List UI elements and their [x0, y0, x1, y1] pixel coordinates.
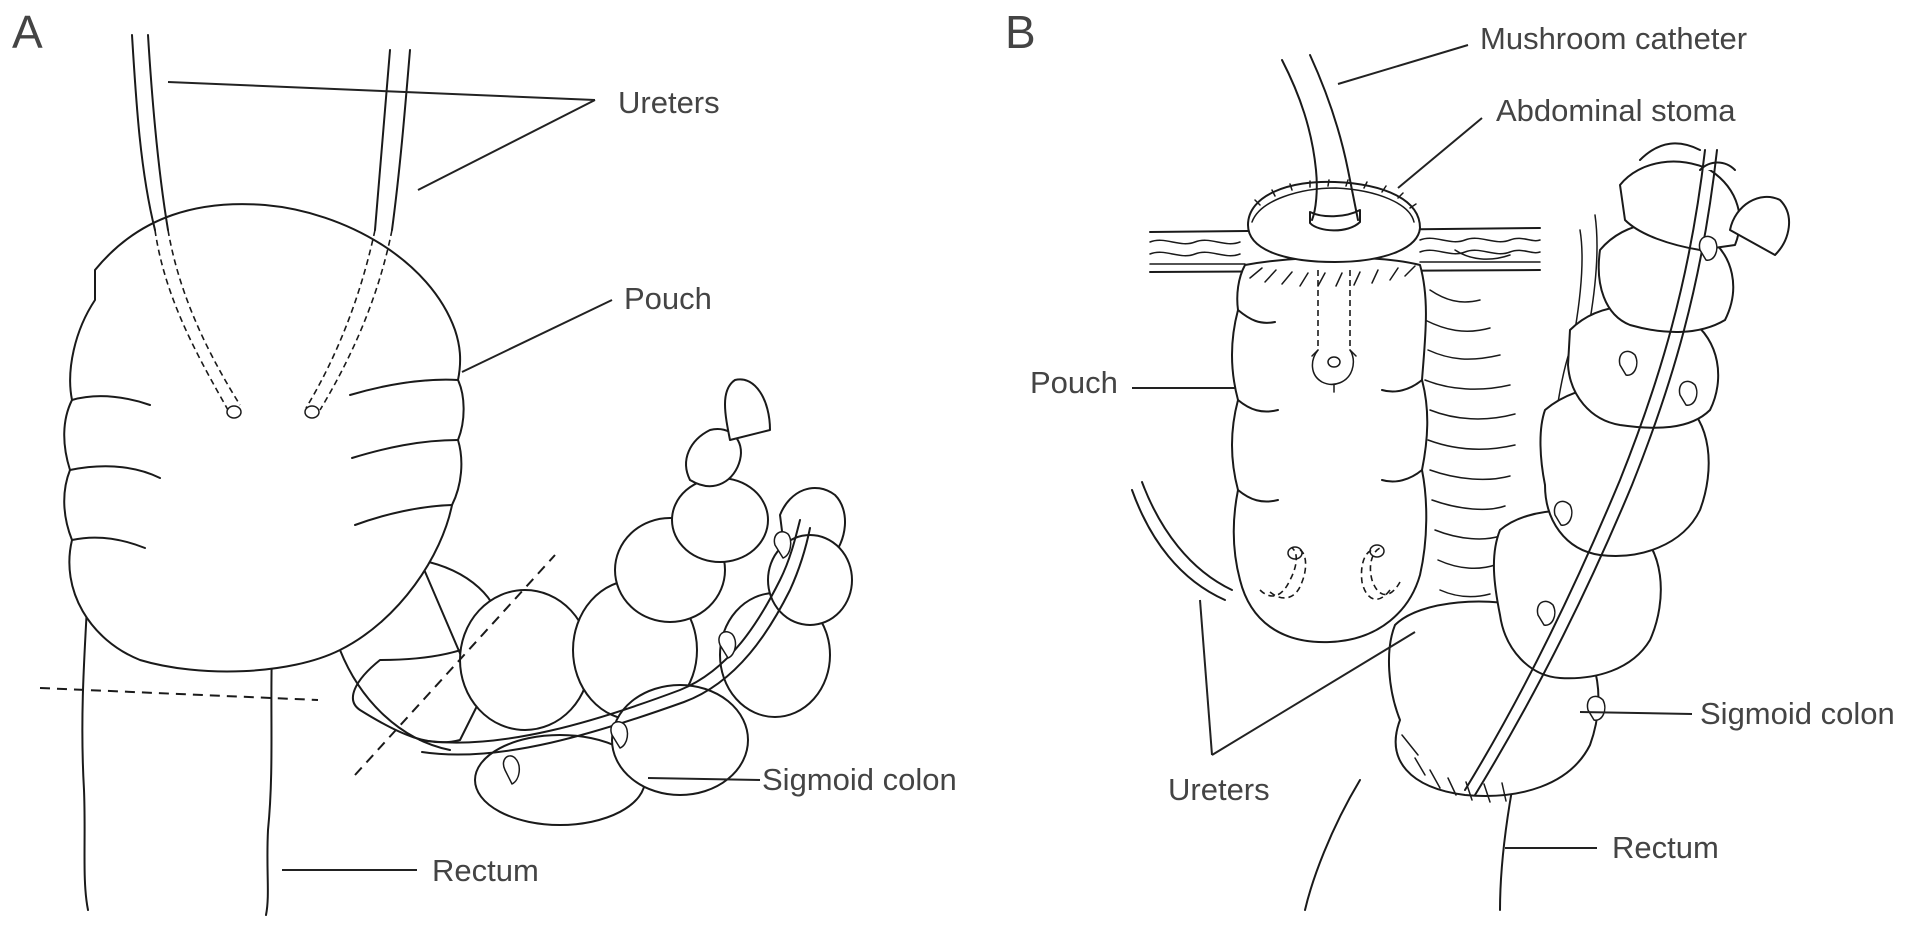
label-a-ureters: Ureters — [618, 85, 720, 120]
panel-a: A — [12, 6, 957, 916]
panel-a-pouch-drawing — [63, 34, 465, 673]
panel-b-pouch-drawing — [1131, 256, 1429, 644]
label-b-pouch: Pouch — [1030, 365, 1118, 400]
panel-b-sigmoid-colon-drawing — [1304, 142, 1791, 911]
panel-a-rectum-drawing — [39, 589, 319, 916]
panel-b-letter: B — [1005, 6, 1036, 58]
label-b-sigmoid-colon: Sigmoid colon — [1700, 696, 1895, 731]
label-a-sigmoid-colon: Sigmoid colon — [762, 762, 957, 797]
panel-b-leaders — [1132, 44, 1693, 849]
panel-b: B — [1005, 6, 1895, 911]
label-b-rectum: Rectum — [1612, 830, 1719, 865]
panel-b-stoma-drawing — [1247, 54, 1421, 263]
label-b-abdominal-stoma: Abdominal stoma — [1496, 93, 1736, 128]
panel-a-sigmoid-colon-drawing — [339, 378, 853, 826]
panel-a-letter: A — [12, 6, 43, 58]
panel-a-leaders — [167, 81, 761, 871]
label-b-ureters: Ureters — [1168, 772, 1270, 807]
label-a-pouch: Pouch — [624, 281, 712, 316]
label-b-mushroom-catheter: Mushroom catheter — [1480, 21, 1747, 56]
label-a-rectum: Rectum — [432, 853, 539, 888]
